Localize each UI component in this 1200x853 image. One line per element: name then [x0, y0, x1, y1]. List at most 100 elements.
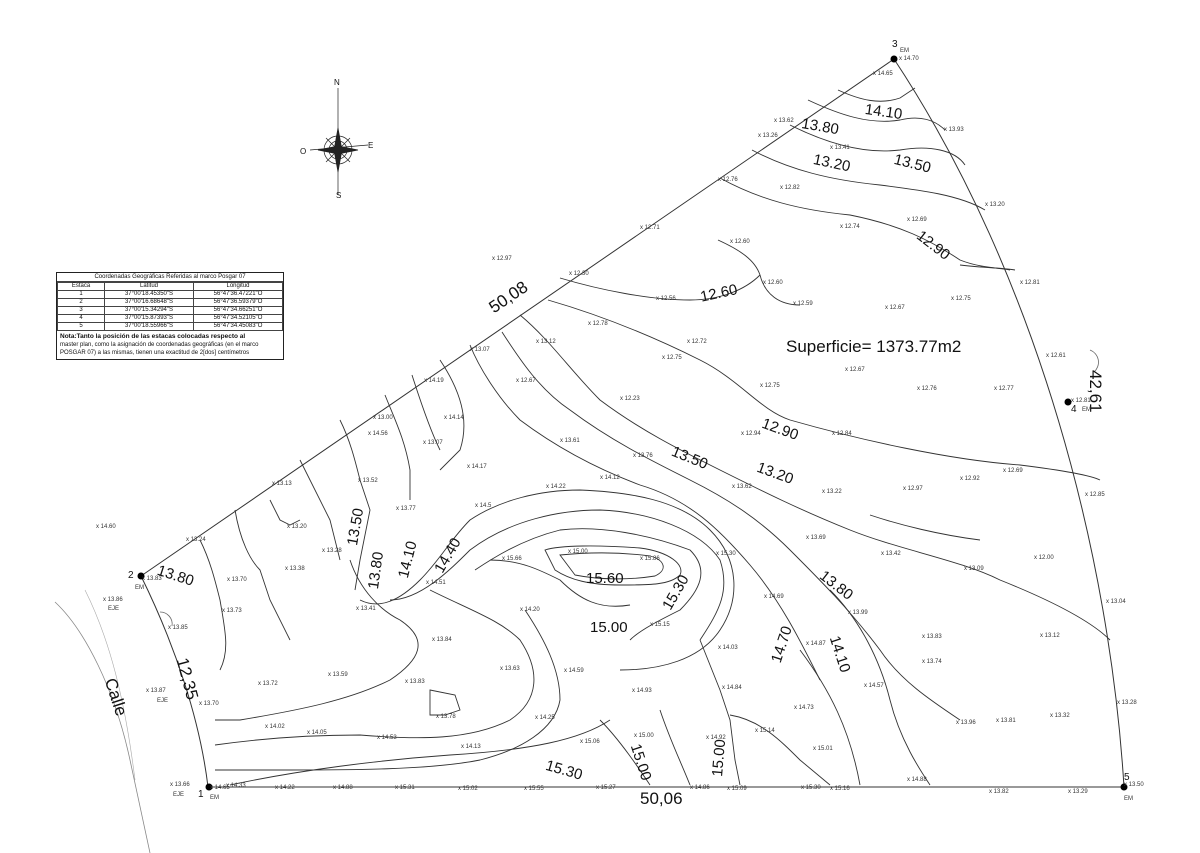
- contour-label: 15.60: [586, 570, 624, 587]
- spot-height: x 13.09: [964, 566, 984, 572]
- col-header: Latitud: [104, 282, 194, 291]
- spot-height: x 12.67: [845, 367, 865, 373]
- spot-height: x 12.85: [1085, 492, 1105, 498]
- spot-height: x 15.06: [580, 739, 600, 745]
- table-header-row: Estaca Latitud Longitud: [57, 282, 283, 291]
- spot-height: x 12.81: [1071, 398, 1091, 404]
- spot-height: x 13.62: [774, 118, 794, 124]
- spot-height: x 14.59: [564, 668, 584, 674]
- spot-height: x 14.02: [265, 724, 285, 730]
- spot-height: x 14.65: [210, 785, 230, 791]
- spot-height: x 15.00: [634, 733, 654, 739]
- spot-height: x 14.88: [907, 777, 927, 783]
- spot-height: x 13.52: [358, 478, 378, 484]
- spot-height: x 14.33: [226, 783, 246, 789]
- stake-tag: EM: [135, 585, 144, 591]
- spot-height: x 13.83: [922, 634, 942, 640]
- spot-height: x 15.55: [524, 786, 544, 792]
- eje-label: EJE: [157, 698, 169, 704]
- spot-height: x 13.61: [560, 438, 580, 444]
- spot-height: x 13.74: [922, 659, 942, 665]
- spot-height: x 14.65: [873, 71, 893, 77]
- spot-height: x 12.94: [741, 431, 761, 437]
- contour-label: 15.00: [709, 738, 730, 778]
- spot-height: x 12.69: [907, 217, 927, 223]
- spot-height: x 12.84: [832, 431, 852, 437]
- spot-height: x 14.51: [426, 580, 446, 586]
- spot-height: x 13.86: [103, 597, 123, 603]
- lot-dimension-label: 50,06: [640, 789, 683, 808]
- compass-south: S: [336, 191, 342, 200]
- table-cell: 3: [57, 306, 105, 315]
- spot-height: x 12.30: [569, 271, 589, 277]
- spot-height: x 13.41: [830, 145, 850, 151]
- spot-height: x 14.56: [368, 431, 388, 437]
- spot-height: x 13.04: [1106, 599, 1126, 605]
- table-row: 3 37°00'15.34294"S 56°47'34.66251"O: [57, 306, 283, 315]
- stake-number: 3: [892, 39, 898, 50]
- spot-height: x 12.77: [994, 386, 1014, 392]
- spot-height: x 14.14: [444, 415, 464, 421]
- table-title: Coordenadas Geográficas Referidas al mar…: [57, 273, 283, 282]
- note-text: master plan, como la asignación de coord…: [60, 342, 259, 356]
- spot-height: x 13.69: [806, 535, 826, 541]
- spot-height: x 13.28: [322, 548, 342, 554]
- spot-height: x 13.00: [373, 415, 393, 421]
- table-cell: 56°47'36.47221"O: [193, 290, 283, 299]
- spot-height: x 14.19: [424, 378, 444, 384]
- table-cell: 1: [57, 290, 105, 299]
- spot-height: x 15.86: [640, 556, 660, 562]
- spot-height: x 15.31: [395, 785, 415, 791]
- stake-number: 1: [198, 789, 204, 800]
- spot-height: x 15.14: [755, 728, 775, 734]
- spot-height: x 14.03: [718, 645, 738, 651]
- spot-height: x 12.76: [917, 386, 937, 392]
- spot-height: x 14.17: [467, 464, 487, 470]
- spot-height: x 14.87: [806, 641, 826, 647]
- spot-height: x 12.74: [840, 224, 860, 230]
- table-row: 1 37°00'18.45350"S 56°47'36.47221"O: [57, 290, 283, 299]
- spot-height: x 15.00: [568, 549, 588, 555]
- spot-height: x 14.53: [377, 735, 397, 741]
- street-arc: [1089, 349, 1099, 373]
- col-header: Estaca: [57, 282, 105, 291]
- spot-height: x 12.00: [1034, 555, 1054, 561]
- col-header: Longitud: [193, 282, 283, 291]
- spot-height: x 13.82: [989, 789, 1009, 795]
- contour-label: 15.00: [590, 619, 628, 636]
- street-arc: [159, 611, 173, 627]
- spot-height: x 13.13: [272, 481, 292, 487]
- spot-height: x 12.56: [656, 296, 676, 302]
- spot-height: x 12.69: [1003, 468, 1023, 474]
- spot-height: x 15.27: [596, 785, 616, 791]
- spot-height: x 13.32: [1050, 713, 1070, 719]
- table-row: 2 37°00'16.68648"S 56°47'36.59379"O: [57, 298, 283, 307]
- street-curve: [54, 601, 151, 853]
- table-note: Nota:Tanto la posición de las estacas co…: [57, 331, 283, 359]
- spot-height: x 15.09: [727, 786, 747, 792]
- table-cell: 37°00'15.87393"S: [104, 314, 194, 323]
- spot-height: x 12.60: [730, 239, 750, 245]
- spot-height: x 14.69: [764, 594, 784, 600]
- contour-lines: [199, 87, 1111, 786]
- spot-height: x 13.83: [405, 679, 425, 685]
- table-cell: 56°47'34.66251"O: [193, 306, 283, 315]
- spot-height: x 15.66: [502, 556, 522, 562]
- spot-height: x 14.73: [794, 705, 814, 711]
- table-cell: 37°00'15.34294"S: [104, 306, 194, 315]
- spot-height: x 13.62: [732, 484, 752, 490]
- spot-height: x 12.92: [960, 476, 980, 482]
- table-cell: 2: [57, 298, 105, 307]
- spot-height: x 13.99: [848, 610, 868, 616]
- spot-height: x 14.12: [600, 475, 620, 481]
- table-cell: 4: [57, 314, 105, 323]
- spot-height: x 12.75: [662, 355, 682, 361]
- stake-markers: [137, 55, 1128, 791]
- table-row: 4 37°00'15.87393"S 56°47'34.52105"O: [57, 314, 283, 323]
- area-label: Superficie= 1373.77m2: [786, 337, 962, 356]
- spot-height: x 14.22: [546, 484, 566, 490]
- spot-height: x 15.15: [650, 622, 670, 628]
- spot-height: x 13.20: [287, 524, 307, 530]
- spot-height: x 13.66: [170, 782, 190, 788]
- spot-height: x 13.76: [633, 453, 653, 459]
